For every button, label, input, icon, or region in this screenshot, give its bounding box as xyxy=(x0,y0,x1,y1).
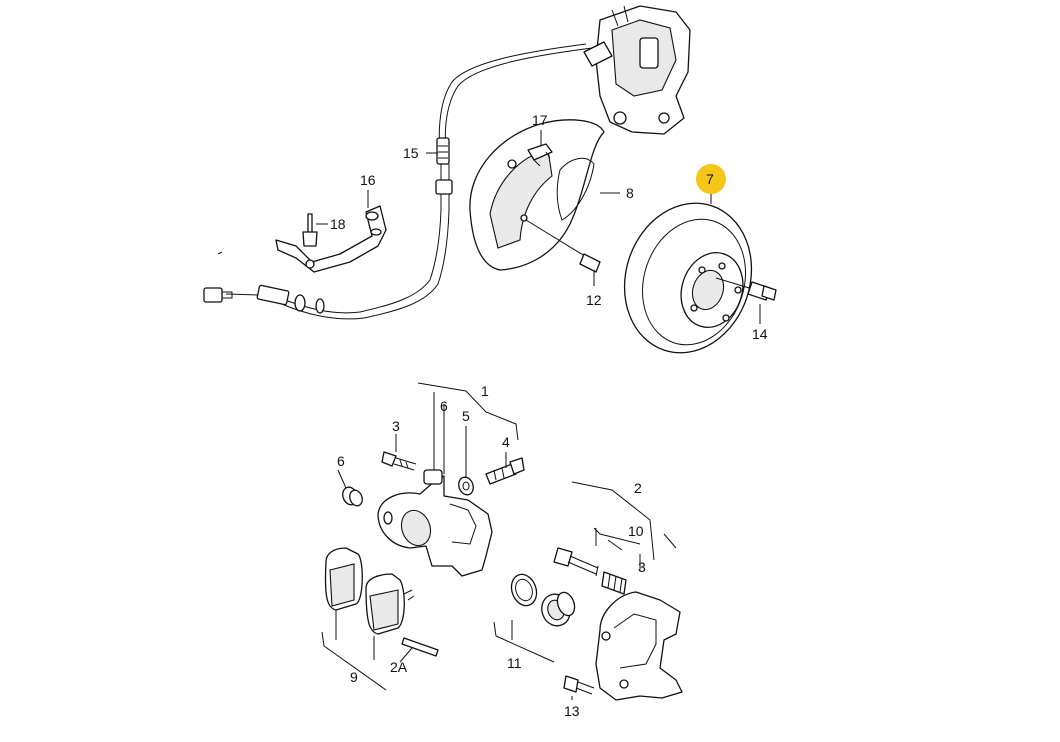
front-caliper-housing-part[interactable] xyxy=(377,469,493,577)
callout-5[interactable]: 5 xyxy=(462,408,470,424)
callout-11[interactable]: 11 xyxy=(507,655,522,671)
callout-7[interactable]: 7 xyxy=(706,171,714,187)
brake-disc-part[interactable] xyxy=(606,187,771,370)
shield-bolt-part[interactable] xyxy=(525,219,601,273)
cable-bracket-part[interactable] xyxy=(217,205,387,273)
carrier-guide-bolt-part[interactable] xyxy=(553,547,599,577)
callout-8[interactable]: 8 xyxy=(626,185,634,201)
callout-1[interactable]: 1 xyxy=(481,383,489,399)
callout-15[interactable]: 15 xyxy=(403,145,419,161)
callout-4[interactable]: 4 xyxy=(502,434,510,450)
callout-6-upper[interactable]: 6 xyxy=(440,398,448,414)
callout-3-lower[interactable]: 3 xyxy=(638,559,646,575)
brake-pads-part[interactable] xyxy=(324,547,415,635)
highlight-marker xyxy=(696,164,726,194)
callout-16[interactable]: 16 xyxy=(360,172,376,188)
callout-2[interactable]: 2 xyxy=(634,480,642,496)
brake-splash-shield-part[interactable] xyxy=(469,119,605,271)
guide-cap-part[interactable] xyxy=(456,475,475,497)
guide-bolt-part[interactable] xyxy=(381,451,417,471)
wear-warning-plate-part[interactable] xyxy=(401,637,439,657)
bleeder-valve-part[interactable] xyxy=(485,457,525,485)
callout-9[interactable]: 9 xyxy=(350,669,358,685)
guide-sleeve-part[interactable] xyxy=(601,571,627,595)
callout-17[interactable]: 17 xyxy=(532,112,548,128)
callout-3-upper[interactable]: 3 xyxy=(392,418,400,434)
carrier-bolt-part[interactable] xyxy=(563,675,595,695)
callout-12[interactable]: 12 xyxy=(586,292,602,308)
callout-13[interactable]: 13 xyxy=(564,703,580,719)
disc-screw-part[interactable] xyxy=(715,277,777,301)
callout-18[interactable]: 18 xyxy=(330,216,346,232)
callout-10[interactable]: 10 xyxy=(628,523,644,539)
callout-2a[interactable]: 2A xyxy=(390,659,408,675)
bracket-screw-part[interactable] xyxy=(302,213,318,269)
retaining-clip-part[interactable] xyxy=(527,143,553,167)
callout-6-lower[interactable]: 6 xyxy=(337,453,345,469)
handbrake-cable-part[interactable] xyxy=(203,43,593,320)
dust-seal-part[interactable] xyxy=(340,485,364,507)
caliper-carrier-part[interactable] xyxy=(595,591,683,701)
rear-brake-caliper-part[interactable] xyxy=(583,5,691,135)
callout-14[interactable]: 14 xyxy=(752,326,768,342)
brake-piston-part[interactable] xyxy=(537,590,577,630)
piston-seal-part[interactable] xyxy=(507,571,540,609)
